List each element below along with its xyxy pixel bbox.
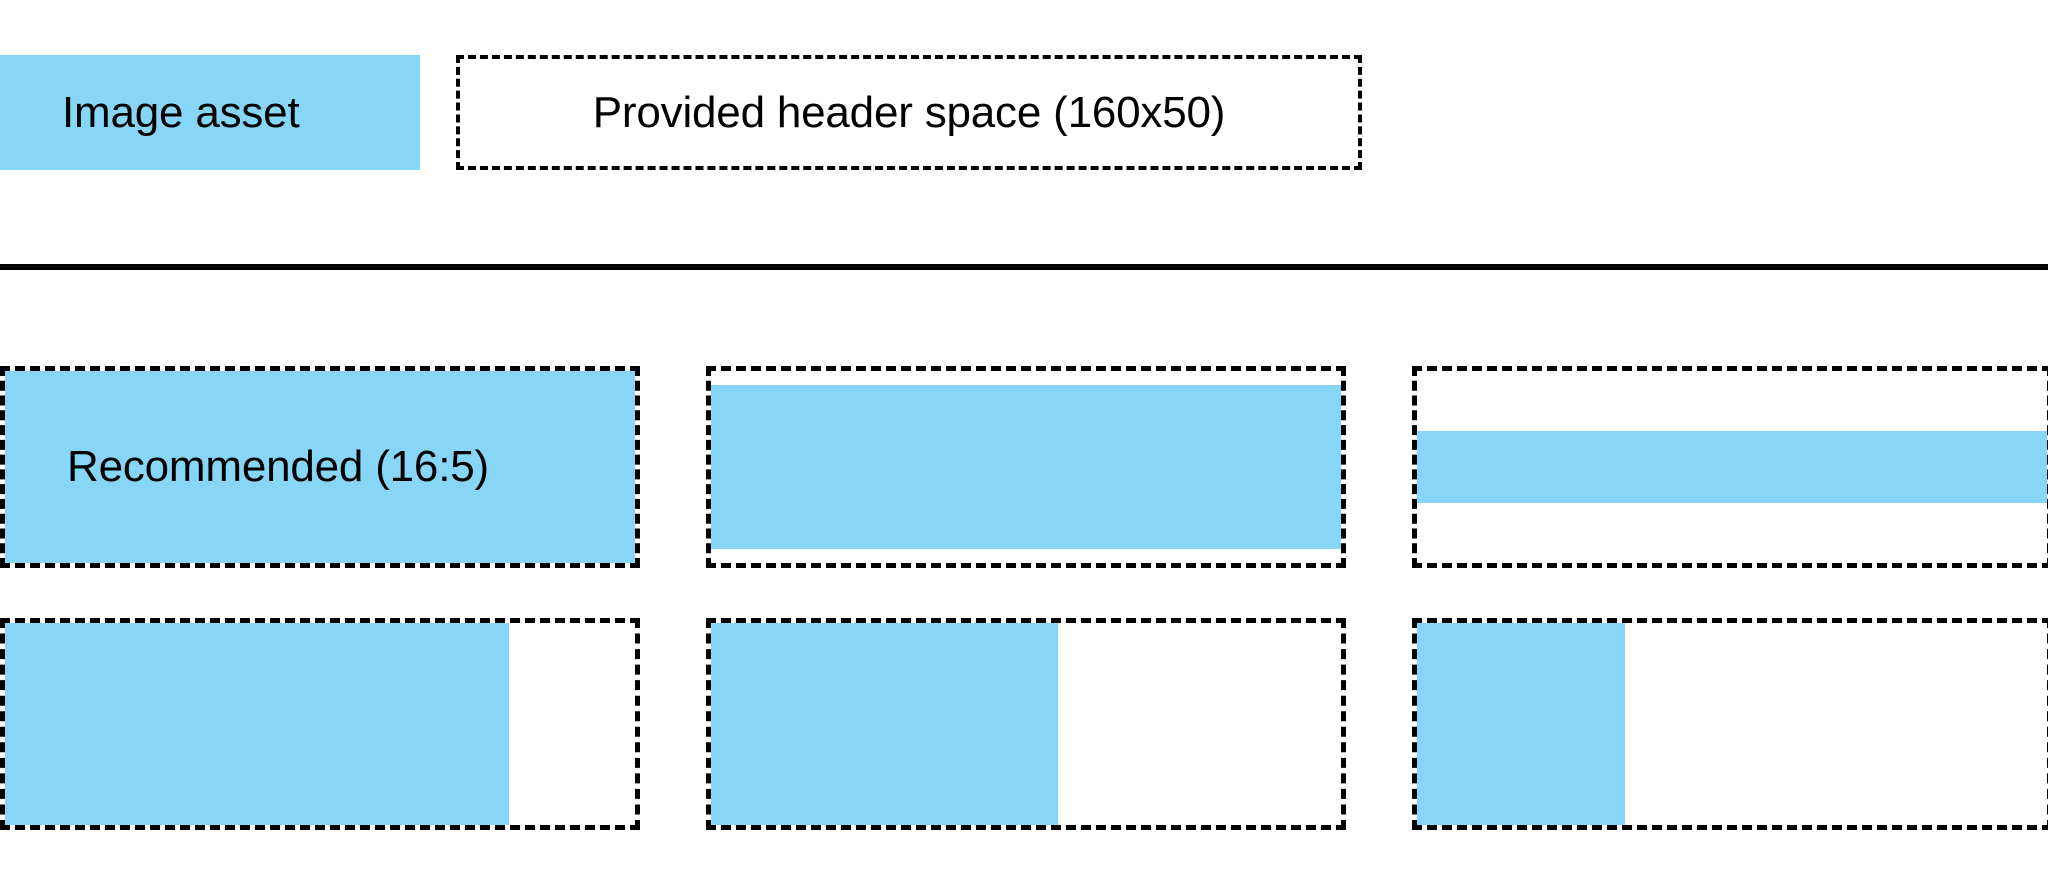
image-asset-label: Image asset [62, 87, 300, 137]
ratio-cell-row2-col1 [0, 618, 640, 830]
ratio-swatch [711, 623, 1058, 825]
ratio-swatch [1417, 431, 2047, 503]
ratio-cell-row1-col3 [1412, 366, 2048, 568]
ratio-cell-row1-col2 [706, 366, 1346, 568]
ratio-cell-row2-col2 [706, 618, 1346, 830]
image-asset-swatch: Image asset [0, 55, 420, 170]
provided-header-space-label: Provided header space (160x50) [592, 87, 1226, 137]
aspect-ratio-grid: Recommended (16:5) [0, 366, 2048, 836]
ratio-swatch [1417, 623, 1625, 825]
ratio-swatch [711, 385, 1341, 549]
provided-header-space-box: Provided header space (160x50) [456, 55, 1362, 170]
ratio-cell-row2-col3 [1412, 618, 2048, 830]
aspect-ratio-row: Recommended (16:5) [0, 366, 2048, 568]
ratio-swatch [5, 371, 635, 563]
ratio-swatch [5, 623, 509, 825]
aspect-ratio-row [0, 618, 2048, 830]
recommended-ratio-label: Recommended (16:5) [67, 442, 489, 491]
section-divider [0, 264, 2048, 270]
header-band: Image asset Provided header space (160x5… [0, 55, 2048, 170]
ratio-cell-recommended: Recommended (16:5) [0, 366, 640, 568]
